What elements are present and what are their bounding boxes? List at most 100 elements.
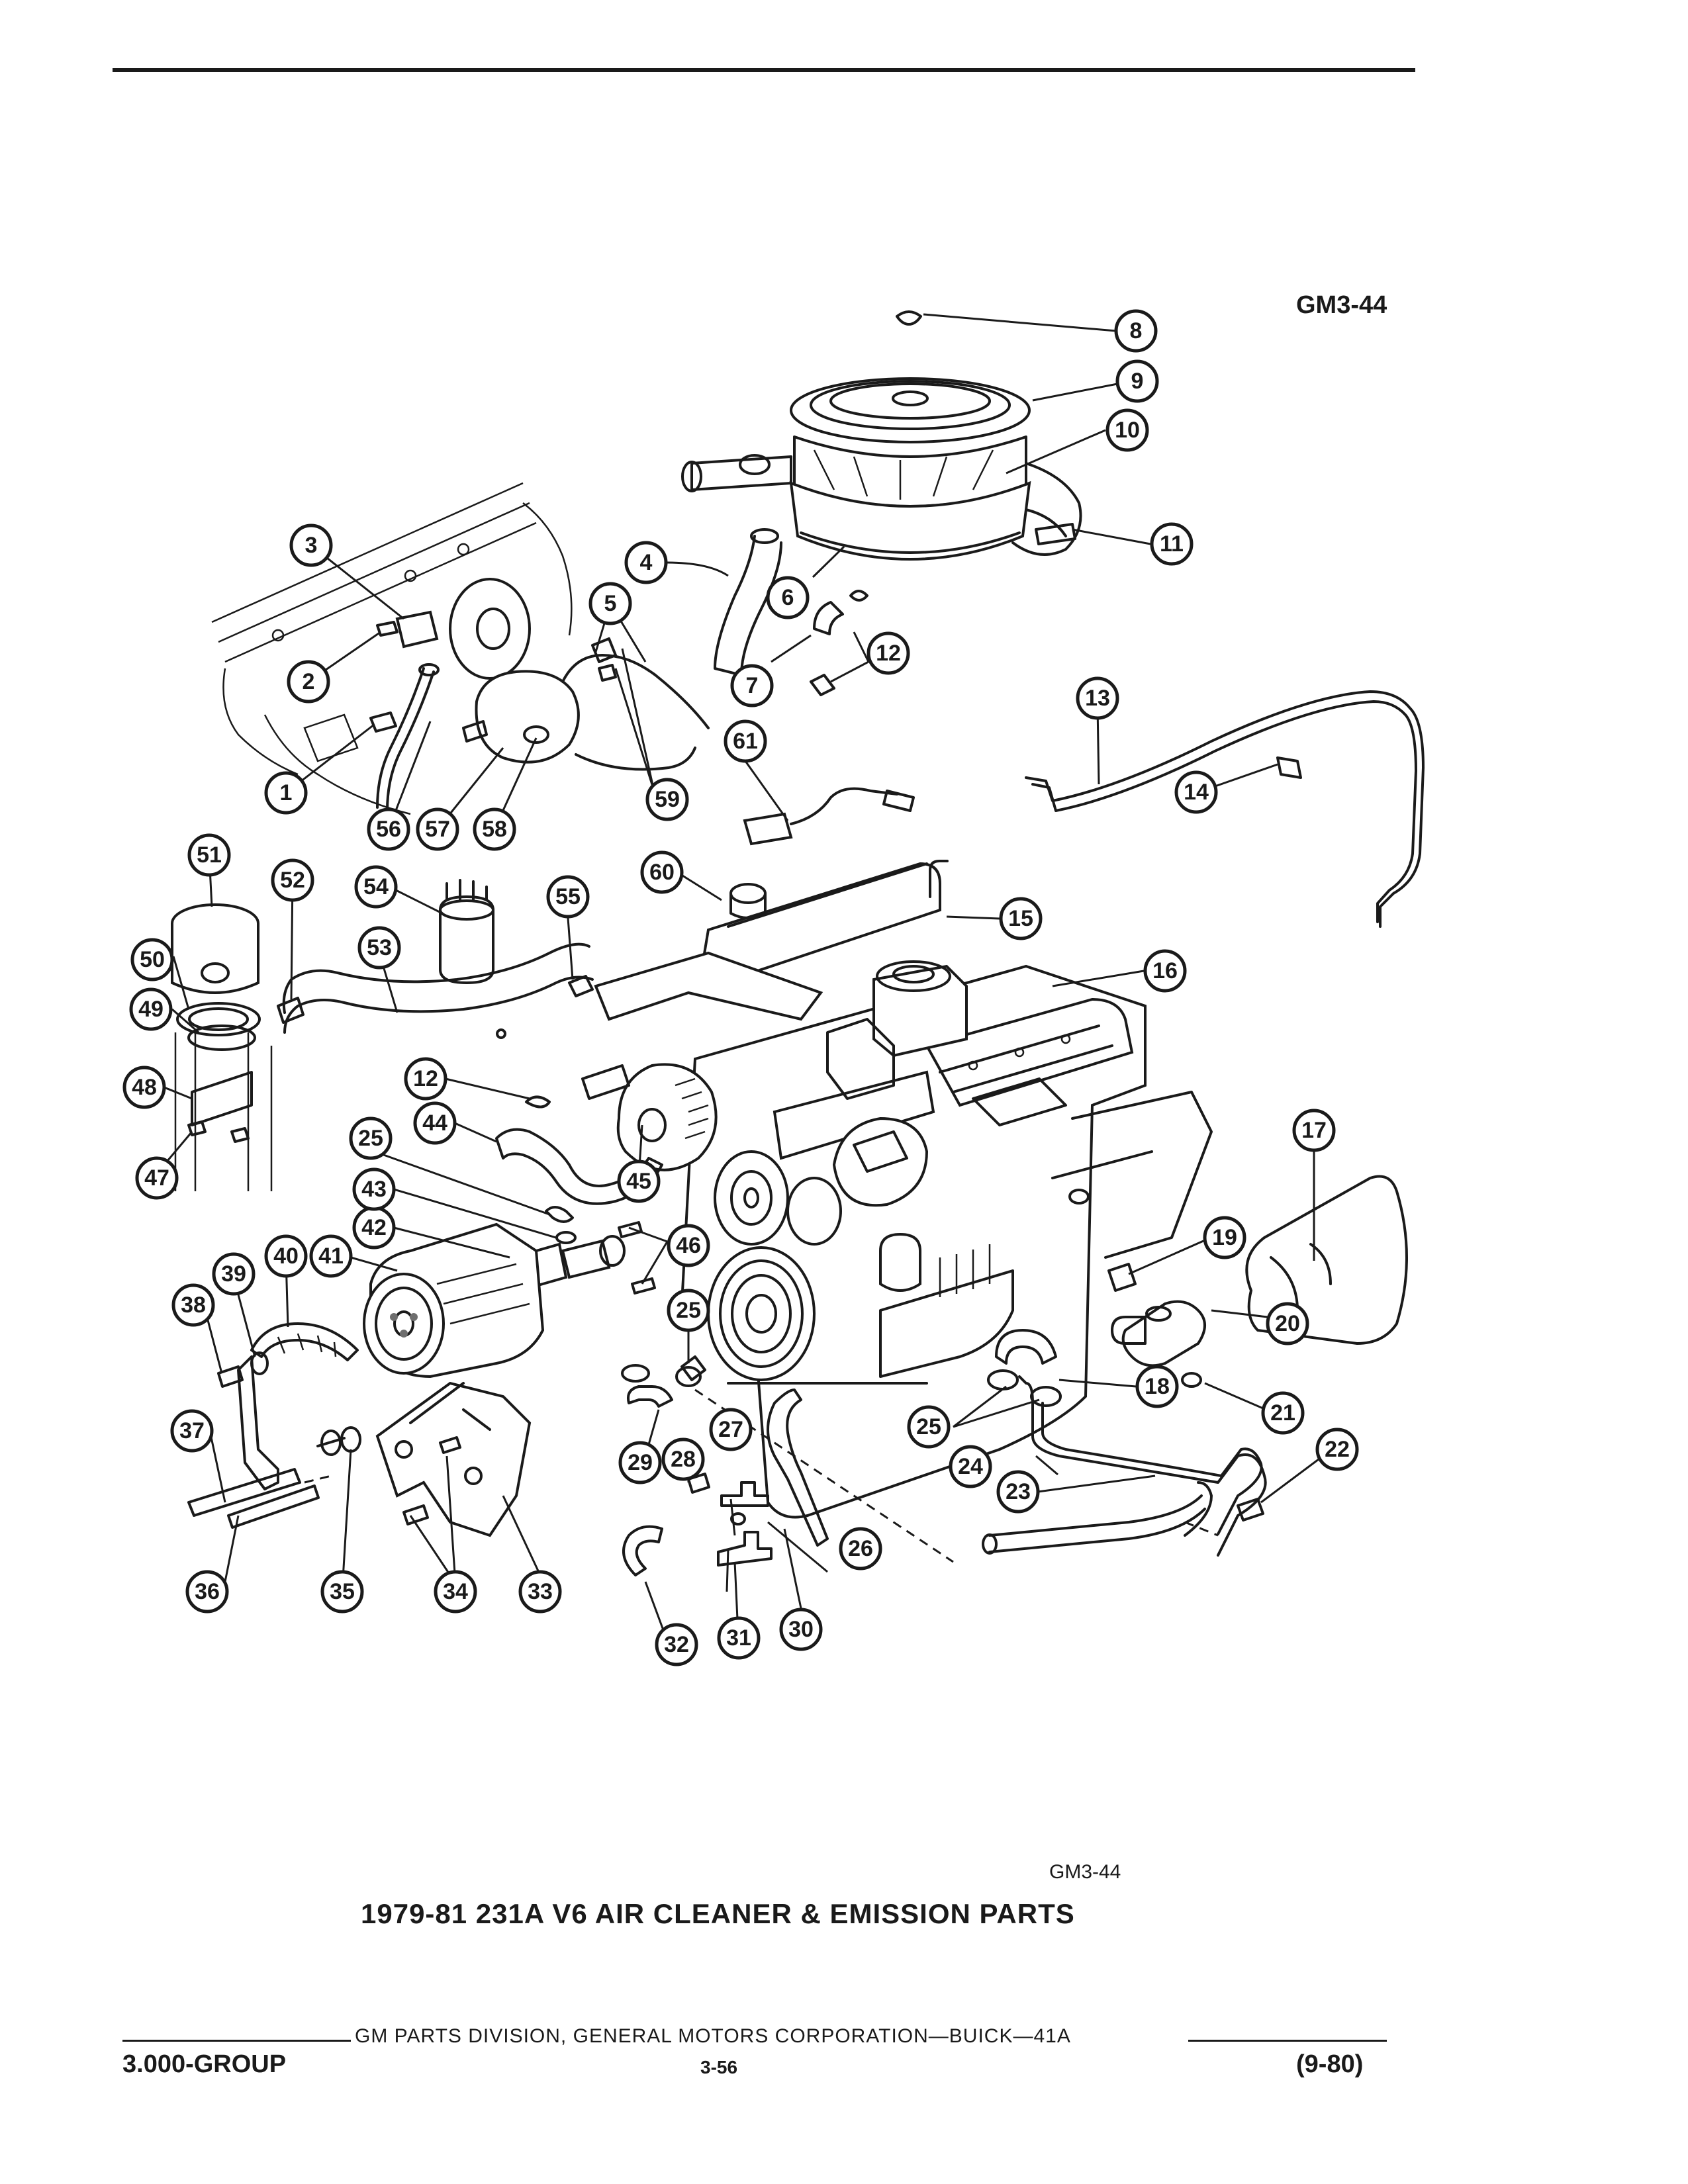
callout-35: 35 [320,1570,364,1614]
callout-10: 10 [1105,408,1149,452]
footer-rule-left [122,2040,351,2042]
callout-49: 49 [129,987,173,1031]
svg-text:8: 8 [1130,318,1143,343]
svg-text:23: 23 [1006,1479,1031,1504]
callout-2: 2 [287,660,330,704]
callout-5: 5 [588,582,632,625]
svg-text:6: 6 [782,585,794,610]
svg-text:57: 57 [425,817,450,842]
svg-text:10: 10 [1115,418,1140,443]
svg-text:43: 43 [361,1177,387,1202]
figure-caption: 1979-81 231A V6 AIR CLEANER & EMISSION P… [361,1898,1075,1929]
svg-text:54: 54 [363,874,389,899]
callout-labels: 1 2 3 4 5 6 7 8 9 10 11 12 13 14 15 16 1… [122,309,1359,1666]
callout-28: 28 [661,1437,705,1481]
callout-33: 33 [518,1570,562,1614]
callout-11: 11 [1150,522,1194,566]
footer-date-code: (9-80) [1296,2050,1364,2078]
callout-23: 23 [996,1470,1040,1514]
svg-text:16: 16 [1152,958,1178,983]
callout-25-mid: 25 [349,1116,393,1160]
callout-38: 38 [171,1283,215,1327]
svg-text:39: 39 [221,1261,246,1287]
svg-text:49: 49 [138,997,164,1022]
callout-53: 53 [357,926,401,970]
callout-9: 9 [1115,359,1159,403]
svg-text:31: 31 [726,1625,751,1651]
callout-56: 56 [367,807,410,851]
callout-51: 51 [187,833,231,877]
svg-text:9: 9 [1131,369,1144,394]
figure-ref-bottom: GM3-44 [1049,1861,1121,1883]
callout-41: 41 [309,1234,353,1278]
callout-20: 20 [1266,1302,1309,1345]
svg-text:32: 32 [664,1632,689,1657]
svg-text:20: 20 [1275,1311,1300,1336]
callout-45: 45 [617,1160,661,1203]
svg-text:4: 4 [640,550,653,575]
svg-text:25: 25 [916,1414,941,1439]
svg-text:24: 24 [958,1454,983,1479]
callout-43: 43 [352,1167,396,1211]
callout-17: 17 [1292,1109,1336,1152]
callout-3: 3 [289,523,333,567]
svg-text:42: 42 [361,1215,387,1240]
svg-text:11: 11 [1160,531,1184,557]
footer-rule-right [1188,2040,1387,2042]
callout-32: 32 [655,1623,698,1666]
svg-text:27: 27 [718,1417,743,1442]
callout-8: 8 [1114,309,1158,353]
svg-text:25: 25 [676,1298,701,1323]
svg-text:33: 33 [528,1579,553,1604]
callout-37: 37 [170,1409,214,1453]
footer-page-number: 3-56 [700,2057,738,2077]
svg-text:52: 52 [280,868,305,893]
svg-text:28: 28 [671,1447,696,1472]
svg-text:50: 50 [140,947,165,972]
svg-text:2: 2 [303,669,315,694]
callout-55: 55 [546,875,590,919]
callout-31: 31 [717,1616,761,1660]
callout-26: 26 [839,1527,882,1570]
svg-text:40: 40 [273,1244,299,1269]
svg-text:14: 14 [1184,780,1209,805]
callout-19: 19 [1203,1216,1246,1259]
svg-text:41: 41 [318,1244,344,1269]
svg-text:47: 47 [144,1165,169,1191]
svg-text:19: 19 [1212,1225,1237,1250]
svg-text:46: 46 [676,1233,701,1258]
callout-54: 54 [354,865,398,909]
footer-publisher: GM PARTS DIVISION, GENERAL MOTORS CORPOR… [355,2025,1071,2047]
svg-text:12: 12 [413,1066,438,1091]
callout-16: 16 [1143,949,1187,993]
svg-text:12: 12 [876,641,901,666]
svg-text:56: 56 [376,817,401,842]
callout-42: 42 [352,1206,396,1250]
callout-39: 39 [212,1252,256,1296]
svg-text:21: 21 [1270,1400,1295,1426]
part-drawings [171,310,1425,1576]
callout-30: 30 [779,1608,823,1651]
callout-4: 4 [624,541,668,584]
callout-29: 29 [618,1441,662,1484]
svg-text:35: 35 [330,1579,355,1604]
svg-text:55: 55 [555,884,581,909]
callout-12-top: 12 [867,631,910,675]
callout-57: 57 [416,807,459,851]
svg-text:58: 58 [482,817,507,842]
svg-text:15: 15 [1008,906,1033,931]
callout-25-low: 25 [667,1289,710,1332]
callout-21: 21 [1261,1391,1305,1435]
callout-58: 58 [473,807,516,851]
callout-46: 46 [667,1224,710,1267]
callout-15: 15 [999,897,1043,940]
svg-text:26: 26 [848,1536,873,1561]
svg-text:34: 34 [443,1579,468,1604]
svg-text:51: 51 [197,842,222,868]
svg-text:45: 45 [626,1169,651,1194]
svg-text:13: 13 [1085,686,1110,711]
callout-48: 48 [122,1066,166,1109]
svg-text:61: 61 [733,729,758,754]
svg-text:17: 17 [1301,1118,1327,1143]
